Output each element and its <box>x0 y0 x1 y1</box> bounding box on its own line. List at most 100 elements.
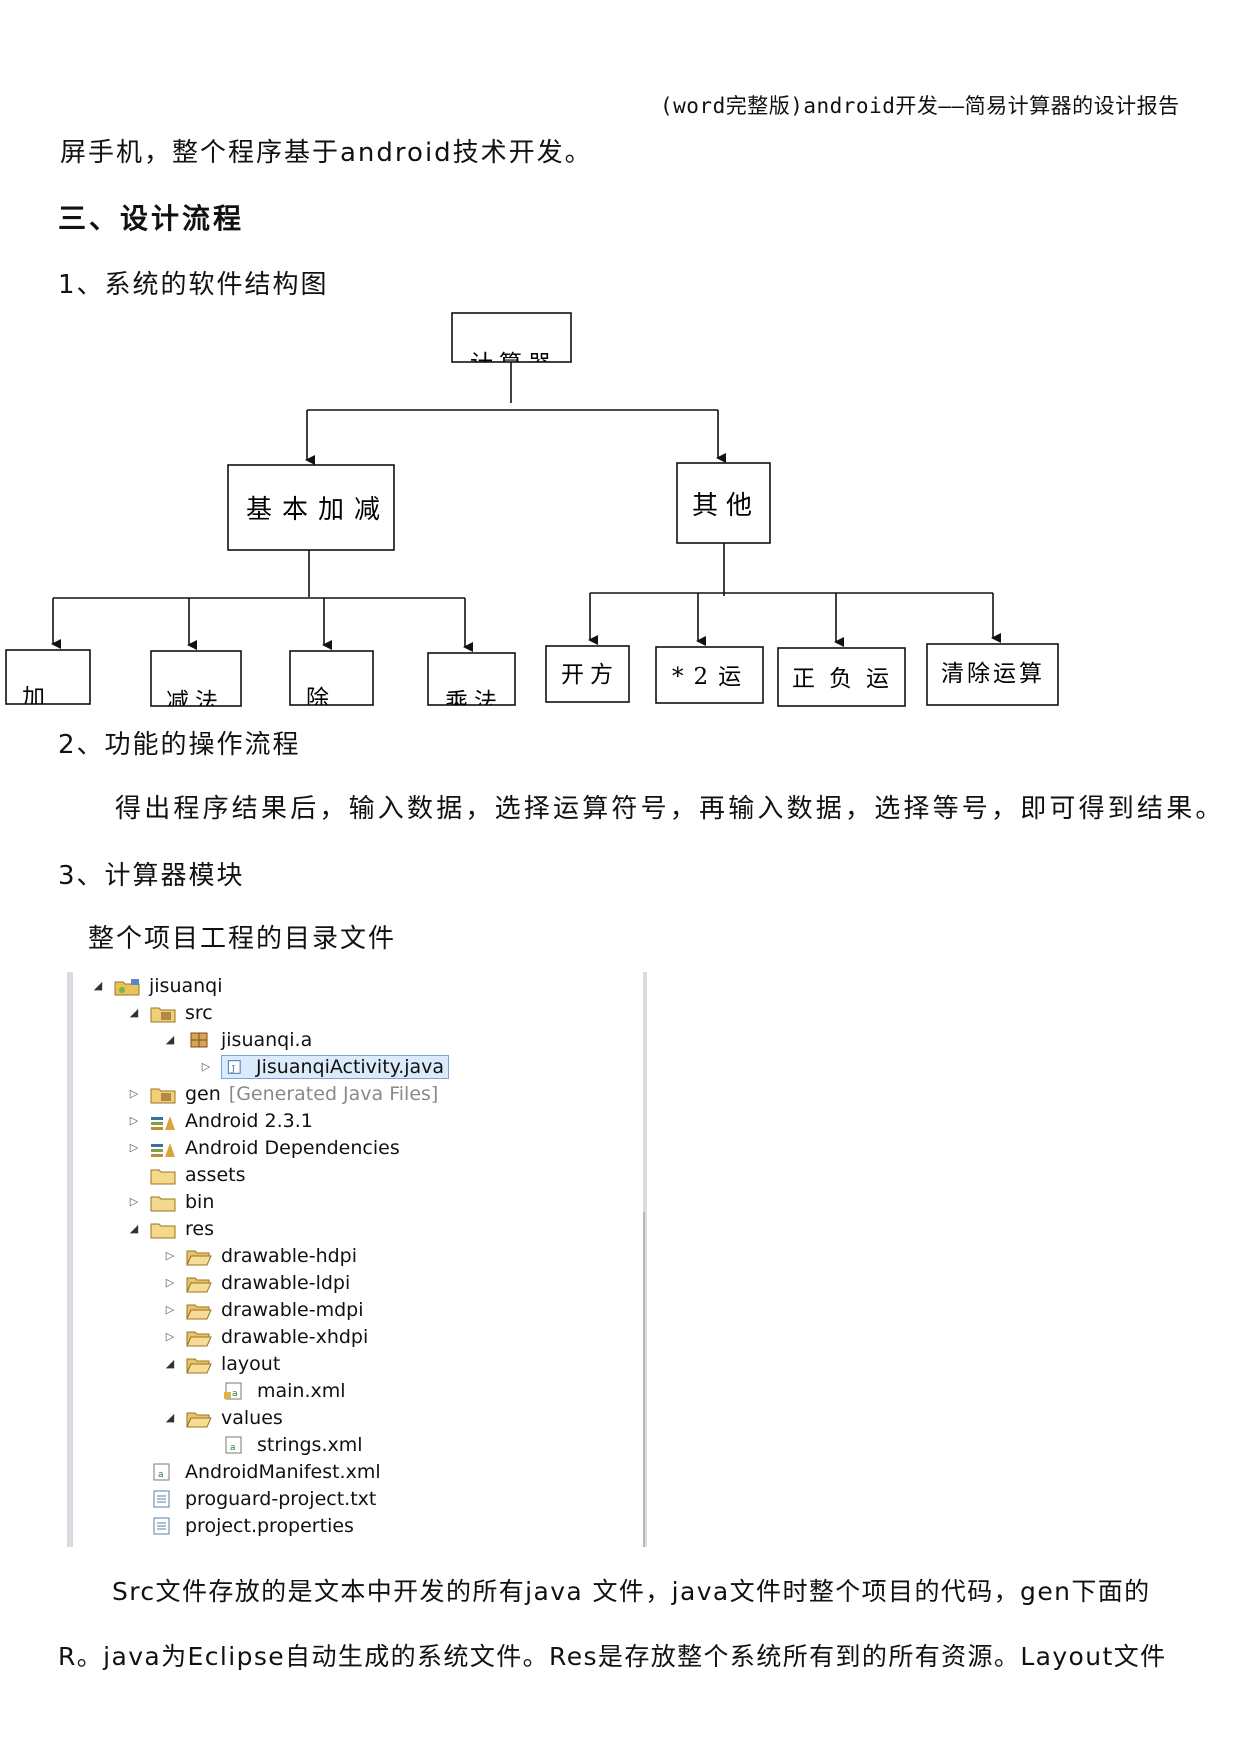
generated-folder-icon <box>150 1088 176 1103</box>
tree-item-label: jisuanqi <box>149 974 223 997</box>
tree-item-java-file[interactable]: ▷ J JisuanqiActivity.java <box>199 1053 450 1080</box>
collapse-triangle-icon[interactable]: ◢ <box>165 1411 175 1424</box>
leaf-label-sqrt: 开方 <box>561 662 619 688</box>
svg-text:a: a <box>230 1443 236 1453</box>
text-file-icon <box>153 1517 170 1534</box>
tree-item-assets[interactable]: assets <box>127 1161 245 1188</box>
tree-item-drawable-ldpi[interactable]: ▷ drawable-ldpi <box>163 1269 351 1296</box>
leaf-box-clear <box>926 643 1059 706</box>
section-heading: 三、设计流程 <box>58 202 245 235</box>
leaf-label-clear: 清除运算 <box>941 661 1045 687</box>
leaf-box-double <box>655 646 764 704</box>
folder-icon <box>150 1196 176 1211</box>
tree-item-label: drawable-ldpi <box>221 1271 351 1294</box>
tree-item-label: proguard-project.txt <box>185 1487 377 1510</box>
leaf-box-sqrt <box>545 645 630 703</box>
tree-item-label: layout <box>221 1352 281 1375</box>
library-icon <box>151 1115 175 1130</box>
tree-item-main-xml[interactable]: a main.xml <box>199 1377 346 1404</box>
folder-open-icon <box>186 1304 212 1319</box>
tree-item-src[interactable]: ◢ src <box>127 999 213 1026</box>
collapse-triangle-icon[interactable]: ◢ <box>129 1222 139 1235</box>
expand-triangle-icon[interactable]: ▷ <box>129 1114 139 1127</box>
tree-item-label: drawable-hdpi <box>221 1244 358 1267</box>
android-project-icon <box>114 978 140 995</box>
leaf-label-double: *2运 <box>672 664 751 690</box>
folder-open-icon <box>186 1358 212 1373</box>
library-icon <box>151 1142 175 1157</box>
collapse-triangle-icon[interactable]: ◢ <box>93 979 103 992</box>
leaf-label-add: 加 <box>22 685 51 711</box>
folder-icon <box>150 1223 176 1238</box>
tree-caption: 整个项目工程的目录文件 <box>88 924 397 954</box>
tree-item-label: strings.xml <box>257 1433 363 1456</box>
tree-item-proguard[interactable]: proguard-project.txt <box>127 1485 376 1512</box>
tree-item-label: Android Dependencies <box>185 1136 400 1159</box>
tree-item-layout[interactable]: ◢ layout <box>163 1350 281 1377</box>
left-branch-label: 基本加减 <box>246 495 390 525</box>
tree-item-decoration: [Generated Java Files] <box>228 1082 439 1105</box>
body-paragraph-line-1: Src文件存放的是文本中开发的所有java 文件，java文件时整个项目的代码，… <box>112 1577 1151 1606</box>
subheading-1: 1、系统的软件结构图 <box>58 270 329 300</box>
tree-item-package[interactable]: ◢ jisuanqi.a <box>163 1026 312 1053</box>
tree-item-dependencies[interactable]: ▷ Android Dependencies <box>127 1134 400 1161</box>
tree-item-res[interactable]: ◢ res <box>127 1215 214 1242</box>
expand-triangle-icon[interactable]: ▷ <box>165 1330 175 1343</box>
folder-open-icon <box>186 1331 212 1346</box>
tree-item-drawable-hdpi[interactable]: ▷ drawable-hdpi <box>163 1242 357 1269</box>
tree-item-drawable-xhdpi[interactable]: ▷ drawable-xhdpi <box>163 1323 369 1350</box>
tree-item-label: src <box>185 1001 213 1024</box>
package-icon <box>190 1032 208 1047</box>
folder-icon <box>150 1169 176 1184</box>
running-header: (word完整版)android开发——简易计算器的设计报告 <box>660 94 1180 118</box>
xml-file-icon: a <box>153 1463 170 1480</box>
tree-item-bin[interactable]: ▷ bin <box>127 1188 215 1215</box>
right-branch-label: 其他 <box>692 491 760 521</box>
tree-scrollbar-thumb[interactable] <box>643 1212 645 1547</box>
tree-item-label: JisuanqiActivity.java <box>256 1055 445 1078</box>
leaf-box-divide <box>289 650 374 706</box>
tree-item-label: assets <box>185 1163 246 1186</box>
tree-item-label: drawable-mdpi <box>221 1298 364 1321</box>
svg-text:J: J <box>231 1063 236 1073</box>
expand-triangle-icon[interactable]: ▷ <box>165 1303 175 1316</box>
flow-description: 得出程序结果后，输入数据，选择运算符号，再输入数据，选择等号，即可得到结果。 <box>115 794 1225 824</box>
selected-row[interactable]: J JisuanqiActivity.java <box>221 1054 450 1079</box>
folder-open-icon <box>186 1412 212 1427</box>
expand-triangle-icon[interactable]: ▷ <box>129 1141 139 1154</box>
expand-triangle-icon[interactable]: ▷ <box>129 1087 139 1100</box>
tree-item-strings-xml[interactable]: a strings.xml <box>199 1431 363 1458</box>
tree-scrollbar-track[interactable] <box>643 972 647 1547</box>
leaf-box-negate <box>777 647 906 707</box>
tree-item-label: values <box>221 1406 283 1429</box>
xml-file-icon: a <box>225 1436 242 1453</box>
leaf-box-subtract <box>150 650 242 707</box>
collapse-triangle-icon[interactable]: ◢ <box>165 1357 175 1370</box>
tree-item-values[interactable]: ◢ values <box>163 1404 283 1431</box>
tree-item-project[interactable]: ◢ jisuanqi <box>91 972 223 999</box>
tree-item-label: project.properties <box>185 1514 354 1537</box>
tree-item-label: gen <box>185 1082 221 1105</box>
tree-item-properties[interactable]: project.properties <box>127 1512 354 1539</box>
tree-item-android-lib[interactable]: ▷ Android 2.3.1 <box>127 1107 313 1134</box>
expand-triangle-icon[interactable]: ▷ <box>201 1060 211 1073</box>
collapse-triangle-icon[interactable]: ◢ <box>129 1006 139 1019</box>
collapse-triangle-icon[interactable]: ◢ <box>165 1033 175 1046</box>
folder-open-icon <box>186 1250 212 1265</box>
tree-item-gen[interactable]: ▷ gen [Generated Java Files] <box>127 1080 439 1107</box>
tree-item-label: res <box>185 1217 214 1240</box>
folder-open-icon <box>186 1277 212 1292</box>
body-paragraph-line-2: R。java为Eclipse自动生成的系统文件。Res是存放整个系统所有到的所有… <box>58 1642 1167 1671</box>
leaf-label-subtract: 减法 <box>166 689 224 715</box>
intro-line: 屏手机，整个程序基于android技术开发。 <box>60 138 593 168</box>
package-explorer-tree: ◢ jisuanqi ◢ src ◢ jisuanqi.a ▷ J J <box>57 972 647 1552</box>
tree-item-label: drawable-xhdpi <box>221 1325 369 1348</box>
expand-triangle-icon[interactable]: ▷ <box>165 1276 175 1289</box>
leaf-label-negate: 正负运 <box>792 666 903 692</box>
tree-item-label: Android 2.3.1 <box>185 1109 313 1132</box>
expand-triangle-icon[interactable]: ▷ <box>129 1195 139 1208</box>
tree-item-label: main.xml <box>257 1379 346 1402</box>
expand-triangle-icon[interactable]: ▷ <box>165 1249 175 1262</box>
tree-item-drawable-mdpi[interactable]: ▷ drawable-mdpi <box>163 1296 364 1323</box>
tree-item-manifest[interactable]: a AndroidManifest.xml <box>127 1458 381 1485</box>
